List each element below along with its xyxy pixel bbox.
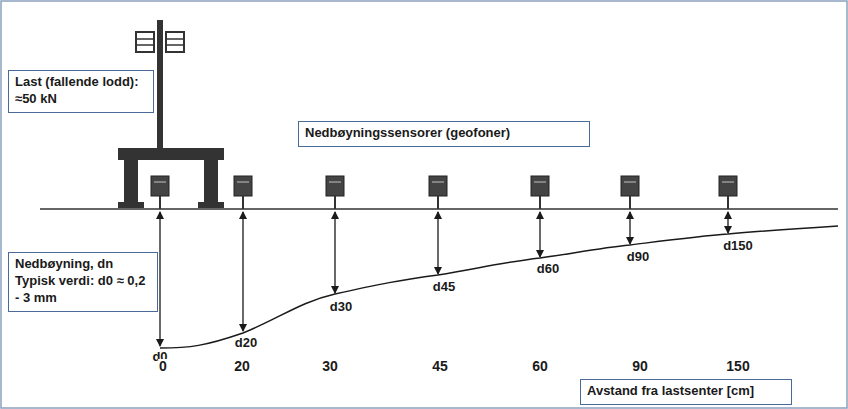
load-box: Last (fallende lodd): ≈50 kN [8, 70, 154, 113]
geophone-pin [629, 196, 631, 209]
sensor-title-box: Nedbøyningssensorer (geofoner) [298, 121, 590, 147]
distance-number: 30 [321, 359, 339, 374]
distance-number: 20 [233, 359, 251, 374]
deflection-label: d90 [626, 250, 650, 264]
deflection-box: Nedbøyning, dn Typisk verdi: d0 ≈ 0,2 - … [8, 252, 158, 312]
geophone-detail [237, 181, 249, 183]
deflection-bowl [160, 226, 838, 348]
load-frame [118, 148, 224, 208]
geophone-detail [329, 181, 341, 183]
geophone [234, 176, 252, 196]
deflection-label: d30 [329, 300, 353, 314]
deflection-arrow [539, 212, 540, 257]
deflection-label: d45 [432, 280, 456, 294]
deflection-label: d20 [234, 336, 258, 350]
deflection-arrow [437, 212, 438, 274]
deflection-arrow [242, 212, 243, 331]
geophone-pin [334, 196, 336, 209]
geophone-pin [727, 196, 729, 209]
geophone [719, 176, 737, 196]
deflection-label: d150 [722, 239, 754, 253]
distance-number: 45 [431, 359, 449, 374]
distance-number: 60 [531, 359, 549, 374]
geophone [531, 176, 549, 196]
deflection-arrow [727, 212, 728, 233]
geophone [151, 176, 169, 196]
geophone-detail [154, 181, 166, 183]
box-text: Nedbøyningssensorer (geofoner) [305, 125, 583, 142]
geophone [326, 176, 344, 196]
geophone-pin [159, 196, 161, 209]
geophone-pin [242, 196, 244, 209]
distance-number: 90 [631, 359, 649, 374]
geophone [621, 176, 639, 196]
deflection-arrow [334, 212, 335, 293]
box-text: Last (fallende lodd): ≈50 kN [15, 74, 147, 108]
deflection-arrow [159, 212, 160, 346]
box-text: Avstand fra lastsenter [cm] [587, 383, 785, 400]
axis-title-box: Avstand fra lastsenter [cm] [580, 379, 792, 405]
box-text: Nedbøyning, dn Typisk verdi: d0 ≈ 0,2 - … [15, 256, 151, 307]
distance-number: 150 [725, 359, 750, 374]
geophones [151, 176, 737, 209]
geophone [429, 176, 447, 196]
geophone-pin [437, 196, 439, 209]
deflection-arrows [160, 212, 728, 346]
geophone-detail [534, 181, 546, 183]
deflection-label: d60 [536, 262, 560, 276]
geophone-detail [432, 181, 444, 183]
deflection-arrow [629, 212, 630, 244]
geophone-detail [722, 181, 734, 183]
geophone-pin [539, 196, 541, 209]
distance-number: 0 [158, 359, 168, 374]
geophone-detail [624, 181, 636, 183]
